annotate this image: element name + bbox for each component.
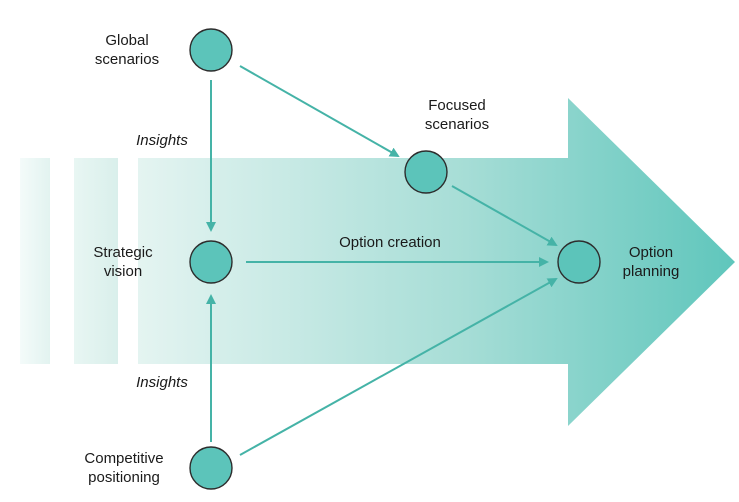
- connector-focused-to-option-planning: [451, 185, 558, 246]
- label-option-planning: Option planning: [622, 244, 680, 280]
- label-insights-bottom: Insights: [136, 374, 188, 391]
- label-competitive-positioning: Competitive positioning: [84, 450, 164, 486]
- node-competitive-positioning: [189, 446, 233, 490]
- label-focused-scenarios: Focused scenarios: [424, 97, 490, 133]
- node-option-planning: [557, 240, 601, 284]
- node-focused-scenarios: [404, 150, 448, 194]
- label-strategic-vision: Strategic vision: [93, 244, 153, 280]
- connector-global-to-focused: [239, 65, 400, 157]
- connector-competitive-to-option-planning: [239, 278, 558, 456]
- fade-stripe-2: [74, 158, 118, 364]
- label-global-scenarios: Global scenarios: [94, 32, 160, 68]
- node-global-scenarios: [189, 28, 233, 72]
- node-strategic-vision: [189, 240, 233, 284]
- label-option-creation: Option creation: [339, 234, 441, 251]
- fade-stripe-1: [20, 158, 50, 364]
- label-insights-top: Insights: [136, 132, 188, 149]
